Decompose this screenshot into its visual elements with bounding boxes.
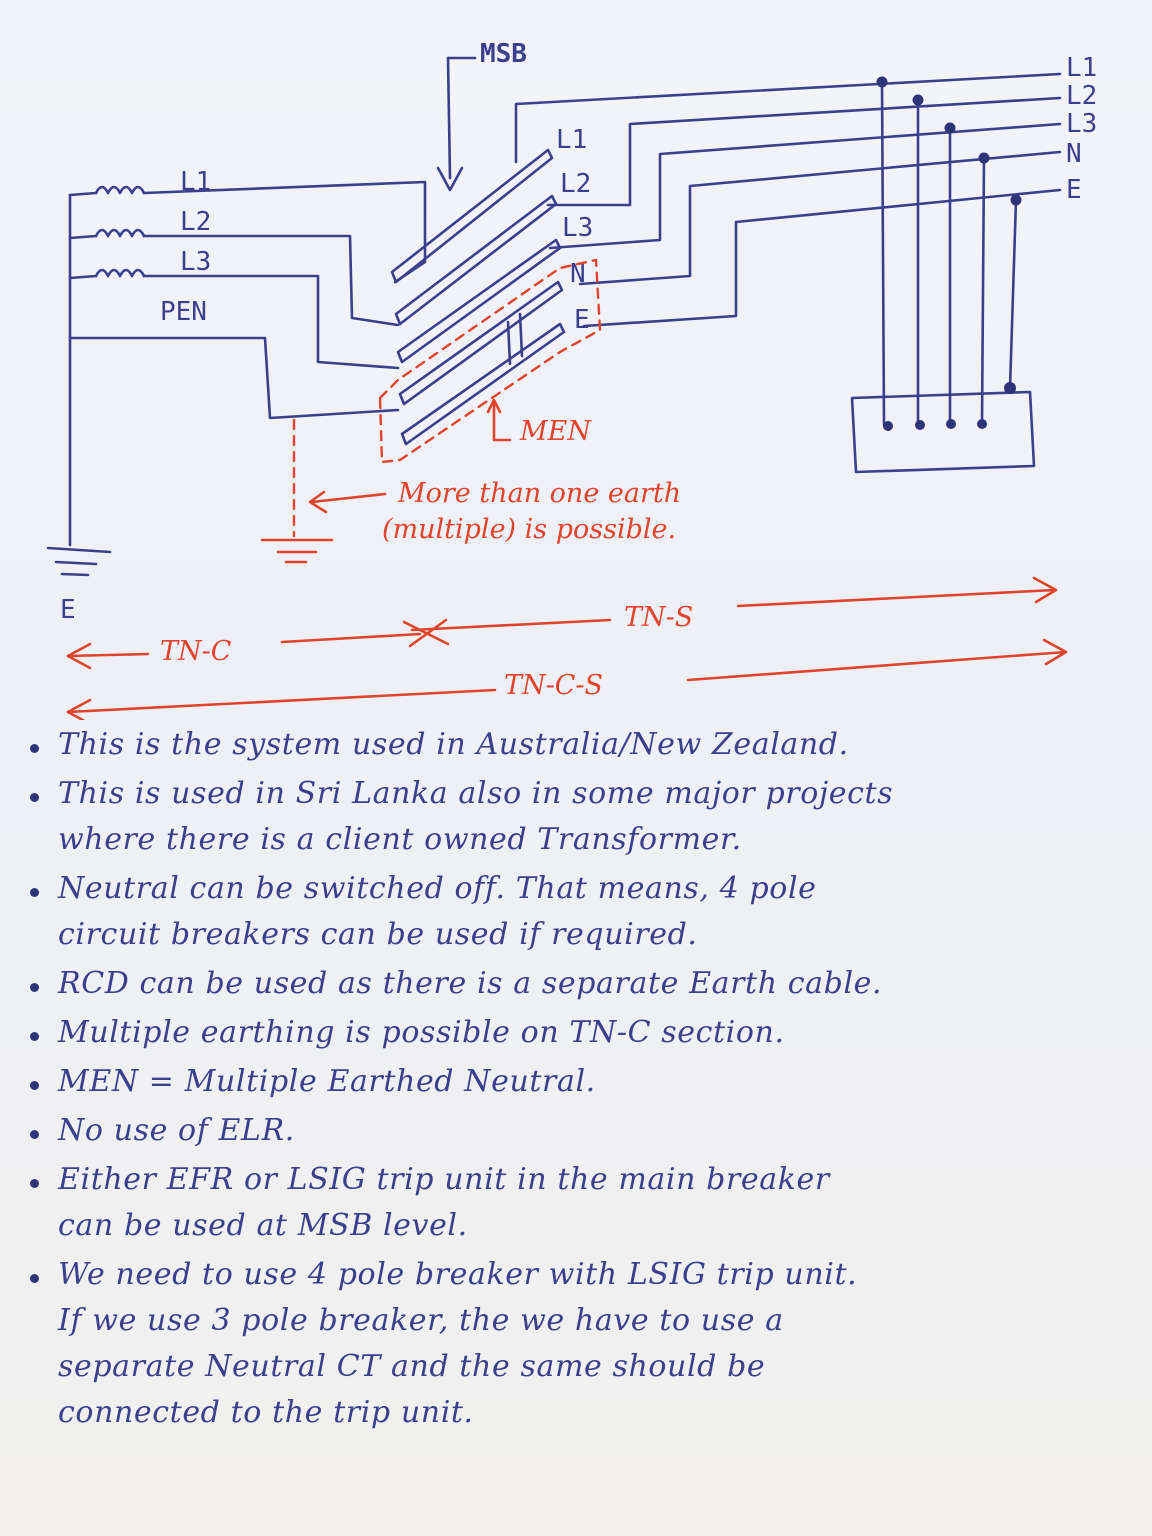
outgoing-labels: L1 L2 L3 N E bbox=[1066, 53, 1097, 205]
men-label: MEN bbox=[519, 416, 592, 447]
outgoing-conductors bbox=[514, 72, 1062, 427]
system-span-arrows: TN-S TN-C TN-C-S bbox=[66, 576, 1068, 720]
men-annotation: MEN bbox=[378, 258, 602, 464]
note-line: connected to the trip unit. bbox=[58, 1395, 474, 1430]
note-line: RCD can be used as there is a separate E… bbox=[58, 966, 883, 1001]
note-line: MEN = Multiple Earthed Neutral. bbox=[58, 1064, 596, 1099]
note-line: Multiple earthing is possible on TN-C se… bbox=[58, 1015, 785, 1050]
multiple-earth-annotation: More than one earth (multiple) is possib… bbox=[260, 418, 681, 564]
source-label-l1: L1 bbox=[180, 167, 211, 197]
busbar-label-n: N bbox=[570, 259, 586, 289]
busbar-labels: L1 L2 L3 N E bbox=[556, 125, 593, 335]
multiple-earth-note-line-2: (multiple) is possible. bbox=[382, 514, 676, 545]
tn-c-s-wiring-diagram: MSB L1 L2 L3 N E bbox=[46, 39, 1097, 720]
busbar-label-l1: L1 bbox=[556, 125, 587, 155]
note-line: Neutral can be switched off. That means,… bbox=[58, 871, 817, 906]
msb-pointer: MSB bbox=[436, 39, 527, 192]
note-item: Either EFR or LSIG trip unit in the main… bbox=[28, 1157, 1128, 1249]
busbar-label-l2: L2 bbox=[560, 169, 591, 199]
source-conductors bbox=[68, 180, 427, 420]
note-line: We need to use 4 pole breaker with LSIG … bbox=[58, 1257, 858, 1292]
note-line: separate Neutral CT and the same should … bbox=[58, 1349, 766, 1384]
note-line: can be used at MSB level. bbox=[58, 1208, 468, 1243]
note-item: MEN = Multiple Earthed Neutral. bbox=[28, 1059, 1128, 1105]
source-transformer-windings bbox=[46, 185, 146, 577]
tn-s-label: TN-S bbox=[624, 602, 693, 633]
notes-list: This is the system used in Australia/New… bbox=[28, 722, 1128, 1439]
note-item: Neutral can be switched off. That means,… bbox=[28, 866, 1128, 958]
outgoing-label-e: E bbox=[1066, 175, 1082, 205]
note-item: Multiple earthing is possible on TN-C se… bbox=[28, 1010, 1128, 1056]
outgoing-label-n: N bbox=[1066, 139, 1082, 169]
outgoing-label-l1: L1 bbox=[1066, 53, 1097, 83]
msb-label: MSB bbox=[480, 39, 527, 69]
source-labels: L1 L2 L3 PEN E bbox=[60, 167, 211, 625]
note-line: where there is a client owned Transforme… bbox=[58, 822, 742, 857]
note-line: Either EFR or LSIG trip unit in the main… bbox=[58, 1162, 830, 1197]
note-line: circuit breakers can be used if required… bbox=[58, 917, 698, 952]
tn-c-s-label: TN-C-S bbox=[504, 670, 603, 701]
tn-c-label: TN-C bbox=[160, 636, 232, 667]
note-line: This is the system used in Australia/New… bbox=[58, 727, 849, 762]
multiple-earth-note-line-1: More than one earth bbox=[397, 478, 681, 509]
note-item: This is used in Sri Lanka also in some m… bbox=[28, 771, 1128, 863]
note-item: No use of ELR. bbox=[28, 1108, 1128, 1154]
load-distribution-board bbox=[850, 382, 1036, 474]
source-label-pen: PEN bbox=[160, 297, 207, 327]
busbar-label-e: E bbox=[574, 305, 590, 335]
busbar-label-l3: L3 bbox=[562, 213, 593, 243]
note-item: RCD can be used as there is a separate E… bbox=[28, 961, 1128, 1007]
source-label-l2: L2 bbox=[180, 207, 211, 237]
note-line: This is used in Sri Lanka also in some m… bbox=[58, 776, 894, 811]
source-label-l3: L3 bbox=[180, 247, 211, 277]
outgoing-label-l3: L3 bbox=[1066, 109, 1097, 139]
note-line: No use of ELR. bbox=[58, 1113, 295, 1148]
note-item: We need to use 4 pole breaker with LSIG … bbox=[28, 1252, 1128, 1436]
note-line: If we use 3 pole breaker, the we have to… bbox=[58, 1303, 784, 1338]
earth-label: E bbox=[60, 595, 76, 625]
msb-busbars bbox=[390, 148, 566, 446]
outgoing-label-l2: L2 bbox=[1066, 81, 1097, 111]
note-item: This is the system used in Australia/New… bbox=[28, 722, 1128, 768]
